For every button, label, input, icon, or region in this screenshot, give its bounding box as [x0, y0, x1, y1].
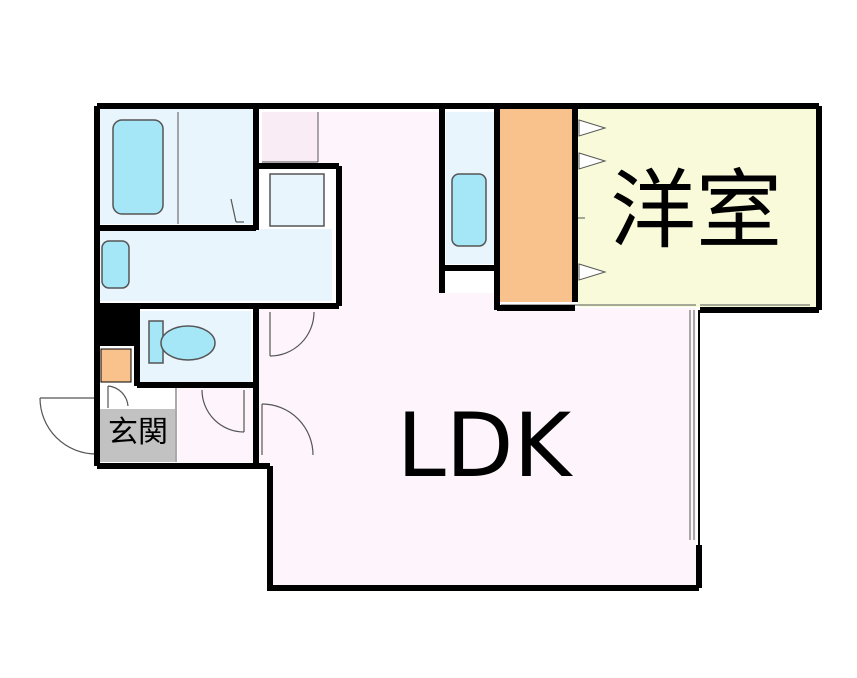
entrance-label: 玄関 — [108, 415, 168, 450]
toilet-bowl-icon — [160, 325, 216, 361]
kitchen-sink-icon — [451, 173, 487, 247]
washroom-floor — [100, 229, 332, 301]
ldk-label: LDK — [397, 394, 574, 497]
western-room-label: 洋室 — [610, 161, 782, 261]
washing-machine-icon — [269, 173, 325, 227]
hall-floor — [178, 385, 256, 462]
closet-doors — [577, 119, 607, 281]
ldk-floor — [258, 112, 696, 585]
column — [97, 306, 137, 346]
shoe-box — [100, 348, 132, 383]
entrance-floor — [100, 409, 175, 462]
door-swings — [39, 198, 315, 456]
walls — [94, 103, 822, 591]
closet — [499, 109, 577, 302]
bathtub-icon — [112, 119, 164, 215]
washbasin-icon — [101, 240, 130, 289]
storage-small — [262, 112, 318, 162]
western-room-floor — [578, 109, 816, 307]
